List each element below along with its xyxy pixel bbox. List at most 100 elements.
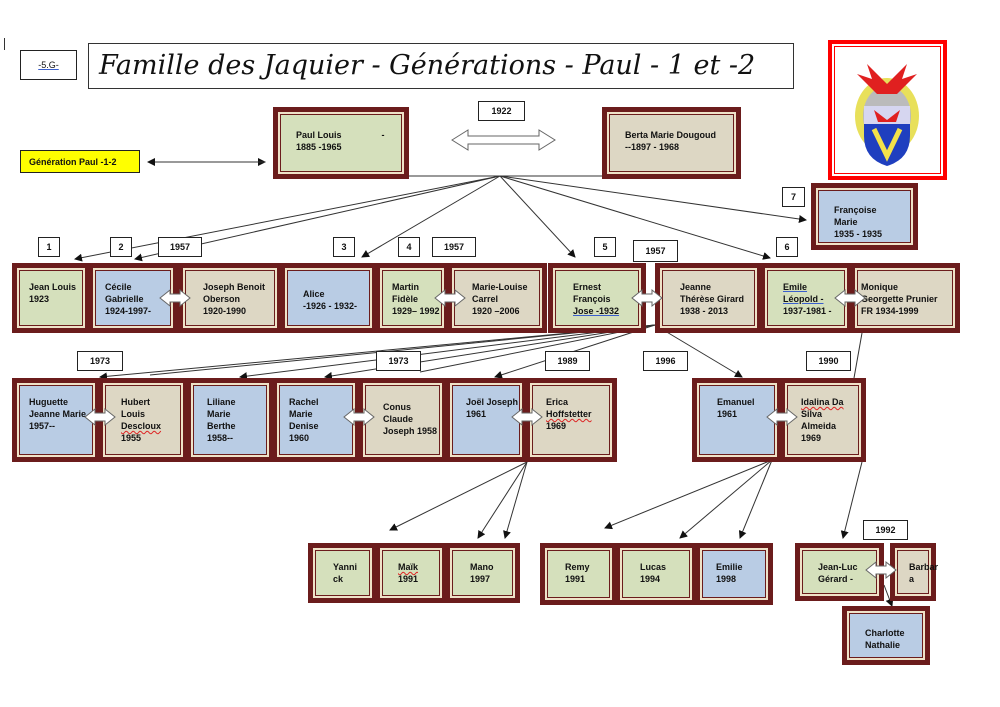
person-text: 1961 — [466, 409, 487, 419]
generation-label: Génération Paul -1-2 — [20, 150, 140, 173]
person-text: 1991 — [565, 574, 586, 584]
person-text: Charlotte — [865, 628, 905, 638]
person-text: Léopold - — [783, 294, 824, 304]
person-mano[interactable]: Mano 1997 — [445, 543, 520, 603]
person-text: Jose -1932 — [573, 306, 620, 316]
person-text: 1997 — [470, 574, 491, 584]
marriage-year: 1989 — [545, 351, 590, 371]
person-text: Liliane — [207, 397, 236, 407]
child-number: 7 — [782, 187, 805, 207]
person-text: Barbar — [909, 562, 939, 572]
marriage-year: 1973 — [376, 351, 421, 371]
person-text: 1923 — [29, 294, 50, 304]
person-text: Claude — [383, 414, 414, 424]
person-text: François — [573, 294, 611, 304]
child-number: 1 — [38, 237, 60, 257]
person-text: Remy — [565, 562, 590, 572]
person-text: Marie-Louise — [472, 282, 528, 292]
child-number: 6 — [776, 237, 798, 257]
person-text: 1924-1997- — [105, 306, 152, 316]
person-text: 1994 — [640, 574, 661, 584]
person-text: Mano — [470, 562, 494, 572]
person-text: ck — [333, 574, 344, 584]
person-text: Alice — [303, 289, 325, 299]
person-text: FR 1934-1999 — [861, 306, 919, 316]
person-berta[interactable]: Berta Marie Dougoud --1897 - 1968 — [602, 107, 741, 179]
person-text: --1897 - 1968 — [625, 142, 680, 152]
person-text: Jeanne — [680, 282, 712, 292]
person-text: Marie — [207, 409, 231, 419]
person-text: 1935 - 1935 — [834, 229, 883, 239]
person-text: 1961 — [717, 409, 738, 419]
person-text: Thérèse Girard — [680, 294, 745, 304]
person-text: Silva — [801, 409, 823, 419]
person-text: Gabrielle — [105, 294, 144, 304]
person-text: 1958-- — [207, 433, 234, 443]
child-number: 5 — [594, 237, 616, 257]
person-text: -1926 - 1932- — [303, 301, 358, 311]
person-text: 1969 — [546, 421, 567, 431]
person-text: Ernest — [573, 282, 602, 292]
person-text: 1960 — [289, 433, 310, 443]
person-text: Paul Louis - — [296, 130, 385, 140]
marriage-year: 1990 — [806, 351, 851, 371]
person-text: Berta Marie Dougoud — [625, 130, 717, 140]
person-text: Huguette — [29, 397, 68, 407]
logo-frame — [828, 40, 947, 180]
person-emile[interactable]: Emile Léopold -1937-1981 - — [760, 263, 852, 333]
person-jean-louis[interactable]: Jean Louis 1923 — [12, 263, 90, 333]
person-text: 1991 — [398, 574, 419, 584]
person-text: Gérard - — [818, 574, 854, 584]
generation-code: -5.G- — [20, 50, 77, 80]
person-text: Jeanne Marie — [29, 409, 87, 419]
generation-code-text: -5.G- — [38, 60, 59, 70]
person-barbara[interactable]: Barbar a — [890, 543, 939, 601]
child-number: 2 — [110, 237, 132, 257]
person-text: Idalina Da — [801, 397, 844, 407]
person-alice[interactable]: Alice -1926 - 1932- — [280, 263, 377, 333]
person-text: Jean Louis — [29, 282, 77, 292]
person-text: 1957-- — [29, 421, 56, 431]
person-emanuel[interactable]: Emanuel 1961 — [692, 378, 782, 462]
person-text: Cécile — [105, 282, 132, 292]
person-text: Conus — [383, 402, 411, 412]
person-text: Marie — [289, 409, 313, 419]
person-paul[interactable]: Paul Louis -1885 -1965 — [273, 107, 409, 179]
person-text: a — [909, 574, 915, 584]
person-text: Erica — [546, 397, 569, 407]
person-remy[interactable]: Remy 1991 — [540, 543, 617, 605]
person-text: Hoffstetter — [546, 409, 592, 419]
person-text: Nathalie — [865, 640, 901, 650]
person-text: Françoise — [834, 205, 877, 215]
marriage-year: 1957 — [633, 240, 678, 262]
person-text: Hubert — [121, 397, 150, 407]
person-text: Emanuel — [717, 397, 755, 407]
marriage-year: 1957 — [158, 237, 202, 257]
person-text: Carrel — [472, 294, 499, 304]
marriage-double-arrow — [451, 129, 556, 151]
person-text: Denise — [289, 421, 319, 431]
